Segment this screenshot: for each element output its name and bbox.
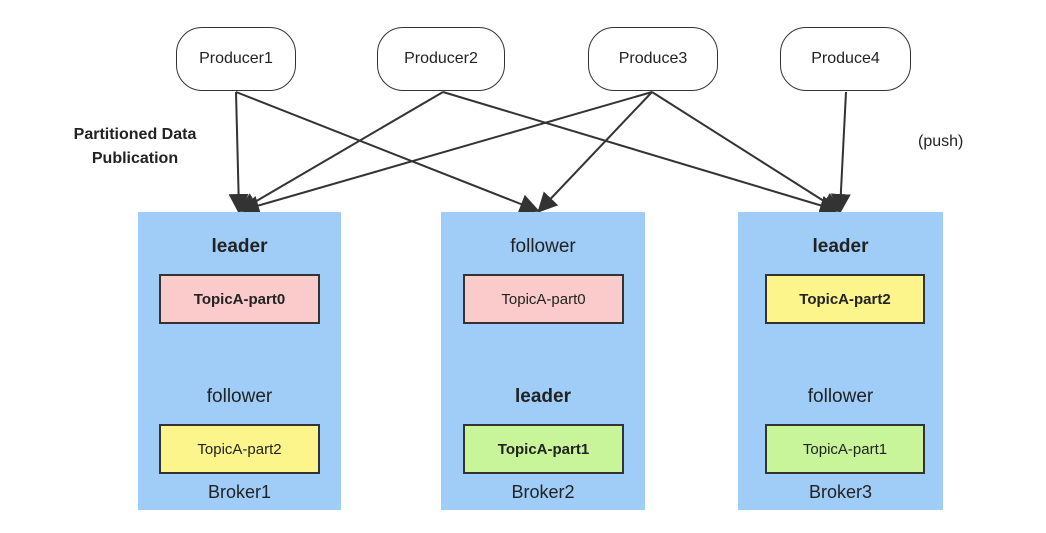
broker-2-bottom-partition: TopicA-part1	[463, 424, 624, 474]
note-line-1: Partitioned Data	[73, 126, 197, 143]
broker-1-bottom-partition: TopicA-part2	[159, 424, 320, 474]
broker-3-top-role: leader	[812, 236, 869, 257]
broker-2-top-partition: TopicA-part0	[463, 274, 624, 324]
arrow-producer1-broker1	[228, 91, 249, 214]
producer-4: Produce4	[780, 27, 911, 91]
broker-1-name: Broker1	[207, 482, 272, 502]
broker-3-name: Broker3	[808, 482, 873, 502]
producer-1: Producer1	[176, 27, 296, 91]
arrow-producer3-broker3	[651, 91, 842, 213]
producer-3: Produce3	[588, 27, 718, 91]
partitioned-data-publication-note: Partitioned Data Publication	[40, 123, 230, 171]
broker-2: follower TopicA-part0 leader TopicA-part…	[441, 212, 645, 510]
broker-2-name: Broker2	[511, 482, 575, 502]
arrow-producer1-broker2	[235, 91, 540, 214]
arrow-producer3-broker2	[537, 91, 653, 213]
note-line-2: Publication	[91, 150, 179, 167]
producer-4-label: Produce4	[811, 50, 880, 67]
broker-2-top-role: follower	[510, 236, 576, 257]
producer-2: Producer2	[377, 27, 505, 91]
push-label: (push)	[918, 133, 964, 150]
broker-3-bottom-role: follower	[807, 386, 874, 407]
broker-3: leader TopicA-part2 follower TopicA-part…	[738, 212, 943, 510]
broker-2-bottom-role: leader	[515, 386, 571, 407]
broker-3-bottom-partition: TopicA-part1	[765, 424, 925, 474]
broker-1-top-partition: TopicA-part0	[159, 274, 320, 324]
arrow-producer3-broker1	[239, 91, 653, 216]
producer-2-label: Producer2	[404, 50, 478, 67]
broker-1-bottom-role: follower	[206, 386, 273, 407]
broker-1: leader TopicA-part0 follower TopicA-part…	[138, 212, 341, 510]
producer-3-label: Produce3	[618, 50, 688, 67]
producer-1-label: Producer1	[199, 50, 273, 67]
arrow-producer2-broker3	[442, 91, 840, 215]
arrow-producer2-broker1	[237, 91, 444, 213]
arrow-producer4-broker3	[830, 91, 851, 214]
broker-1-top-role: leader	[211, 236, 268, 257]
broker-3-top-partition: TopicA-part2	[765, 274, 925, 324]
